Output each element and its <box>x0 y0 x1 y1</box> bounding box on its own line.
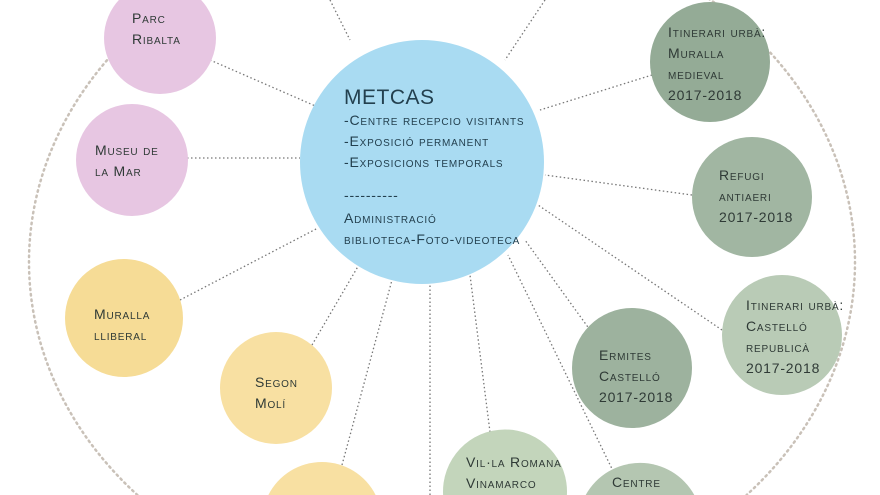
label-line: antiaeri <box>719 188 772 204</box>
label-line: Castelló <box>746 318 808 334</box>
ermites-label: Ermites Castelló 2017-2018 <box>599 345 673 408</box>
node-itinerari-castello <box>722 275 842 395</box>
label-line: Muralla <box>94 306 151 322</box>
muralla-lliberal-label: Muralla lliberal <box>94 304 150 346</box>
metcas-line: -Centre recepcio visitants <box>344 112 525 128</box>
label-line: 2017-2018 <box>719 209 794 225</box>
refugi-label: Refugi antiaeri 2017-2018 <box>719 165 793 228</box>
label-line: 2017-2018 <box>668 87 743 103</box>
label-line: Muralla <box>668 45 725 61</box>
metcas-line: biblioteca-Foto-videoteca <box>344 231 521 247</box>
label-line: Vil·la Romana <box>466 454 562 470</box>
metcas-line: -Exposicions temporals <box>344 154 504 170</box>
outer-dotted-ring <box>27 0 857 495</box>
metcas-title: METCAS <box>344 86 435 109</box>
label-line: Museu de <box>95 142 159 158</box>
metcas-line: -Exposició permanent <box>344 133 490 149</box>
label-line: Itinerari urbà: <box>668 24 767 40</box>
label-line: Vinamarco <box>466 475 537 491</box>
itinerari-castello-label: Itinerari urbà: Castelló republicà 2017-… <box>746 295 844 379</box>
node-metcas <box>300 40 544 284</box>
label-line: lliberal <box>94 327 148 343</box>
node-centre <box>585 462 695 495</box>
node-villa-romana <box>443 429 567 495</box>
node-refugi <box>692 137 812 257</box>
centre-label: Centre <box>612 472 661 493</box>
node-muralla-lliberal <box>65 259 183 377</box>
label-line: Molí <box>255 395 286 411</box>
label-line: Centre <box>612 474 661 490</box>
node-ermites <box>572 308 692 428</box>
label-line: 2017-2018 <box>746 360 821 376</box>
label-line: 2017-2018 <box>599 389 674 405</box>
metcas-separator: ---------- <box>344 187 399 203</box>
label-line: Refugi <box>719 167 765 183</box>
segon-moli-label: Segon Molí <box>255 372 298 414</box>
node-museu-mar <box>76 104 188 216</box>
label-line: Ermites <box>599 347 652 363</box>
metcas-label: METCAS -Centre recepcio visitants -Expos… <box>344 86 524 250</box>
label-line: Ribalta <box>132 31 181 47</box>
itinerari-muralla-label: Itinerari urbà: Muralla medieval 2017-20… <box>668 22 766 106</box>
label-line: Itinerari urbà: <box>746 297 845 313</box>
label-line: republicà <box>746 339 810 355</box>
connector-lines <box>179 0 723 495</box>
villa-romana-label: Vil·la Romana Vinamarco <box>466 452 562 494</box>
node-bottom-yellow <box>268 461 376 495</box>
node-itinerari-muralla <box>650 2 770 122</box>
label-line: la Mar <box>95 163 142 179</box>
label-line: Parc <box>132 10 166 26</box>
metcas-line: Administració <box>344 210 437 226</box>
museu-mar-label: Museu de la Mar <box>95 140 159 182</box>
label-line: Castelló <box>599 368 661 384</box>
node-parc-ribalta <box>104 0 216 94</box>
node-segon-moli <box>220 332 332 444</box>
parc-ribalta-label: Parc Ribalta <box>132 8 181 50</box>
label-line: Segon <box>255 374 298 390</box>
label-line: medieval <box>668 66 725 82</box>
